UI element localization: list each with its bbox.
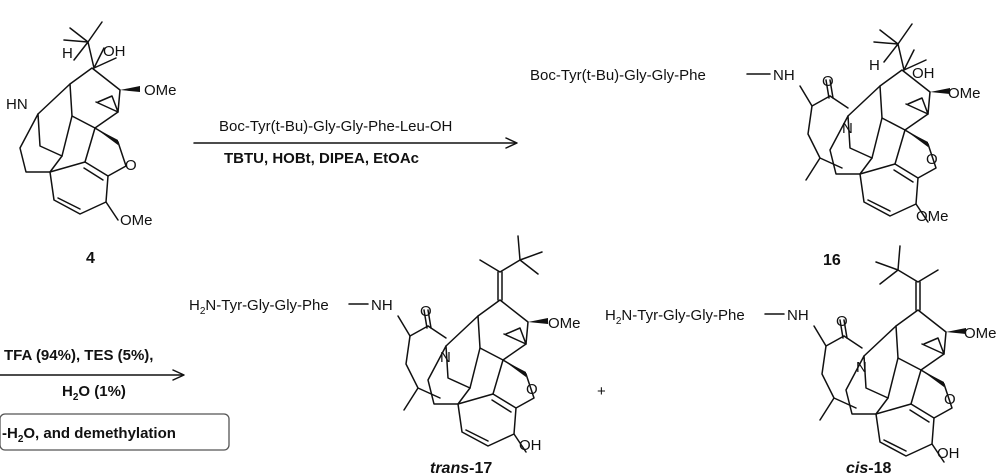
- plus-sign: +: [597, 383, 606, 400]
- atom-n-16: N: [842, 120, 853, 137]
- atom-ome-16a: OMe: [948, 85, 981, 102]
- atom-oh-16: OH: [912, 65, 935, 82]
- atom-oh-17: OH: [519, 437, 542, 454]
- atom-hn-4: HN: [6, 96, 28, 113]
- atom-ome-4b: OMe: [120, 212, 153, 229]
- peptide-chain-17: H2N-Tyr-Gly-Gly-Phe: [189, 297, 329, 317]
- compound-cis-18-structure: [845, 245, 967, 463]
- atom-o-16b: O: [926, 151, 938, 168]
- atom-h-4: H: [62, 45, 73, 62]
- compound-label-4: 4: [86, 250, 95, 267]
- compound-label-cis-18: cis-18: [846, 460, 891, 476]
- atom-o-16a: O: [822, 73, 834, 90]
- atom-o-17a: O: [420, 303, 432, 320]
- peptide-chain-16: Boc-Tyr(t-Bu)-Gly-Gly-Phe: [530, 67, 706, 84]
- atom-ome-16b: OMe: [916, 208, 949, 225]
- atom-nh-17: NH: [371, 297, 393, 314]
- atom-n-17: N: [440, 349, 451, 366]
- compound-16-structure: [829, 23, 951, 223]
- conditions-box: [0, 413, 230, 451]
- atom-oh-4: OH: [103, 43, 126, 60]
- reaction-arrow-2: [0, 369, 185, 381]
- compound-trans-17-structure: [427, 235, 549, 453]
- atom-o-4: O: [125, 157, 137, 174]
- reaction-arrow-1: [193, 137, 518, 149]
- reagent-step1: Boc-Tyr(t-Bu)-Gly-Gly-Phe-Leu-OH: [219, 118, 452, 135]
- atom-nh-16: NH: [773, 67, 795, 84]
- atom-ome-4a: OMe: [144, 82, 177, 99]
- conditions-step2-line1: TFA (94%), TES (5%),: [4, 347, 153, 364]
- atom-nh-18: NH: [787, 307, 809, 324]
- compound-label-trans-17: trans-17: [430, 460, 492, 476]
- atom-n-18: N: [856, 359, 867, 376]
- atom-o-18b: O: [944, 391, 956, 408]
- atom-oh-18: OH: [937, 445, 960, 462]
- compound-label-16: 16: [823, 252, 841, 269]
- atom-o-17b: O: [526, 381, 538, 398]
- atom-o-18a: O: [836, 313, 848, 330]
- peptide-chain-18: H2N-Tyr-Gly-Gly-Phe: [605, 307, 745, 327]
- conditions-step2-line2: H2O (1%): [62, 383, 126, 403]
- conditions-box-text: -H2O, and demethylation: [2, 425, 176, 445]
- conditions-step1: TBTU, HOBt, DIPEA, EtOAc: [224, 150, 419, 167]
- atom-ome-17: OMe: [548, 315, 581, 332]
- atom-h-16: H: [869, 57, 880, 74]
- atom-ome-18: OMe: [964, 325, 997, 342]
